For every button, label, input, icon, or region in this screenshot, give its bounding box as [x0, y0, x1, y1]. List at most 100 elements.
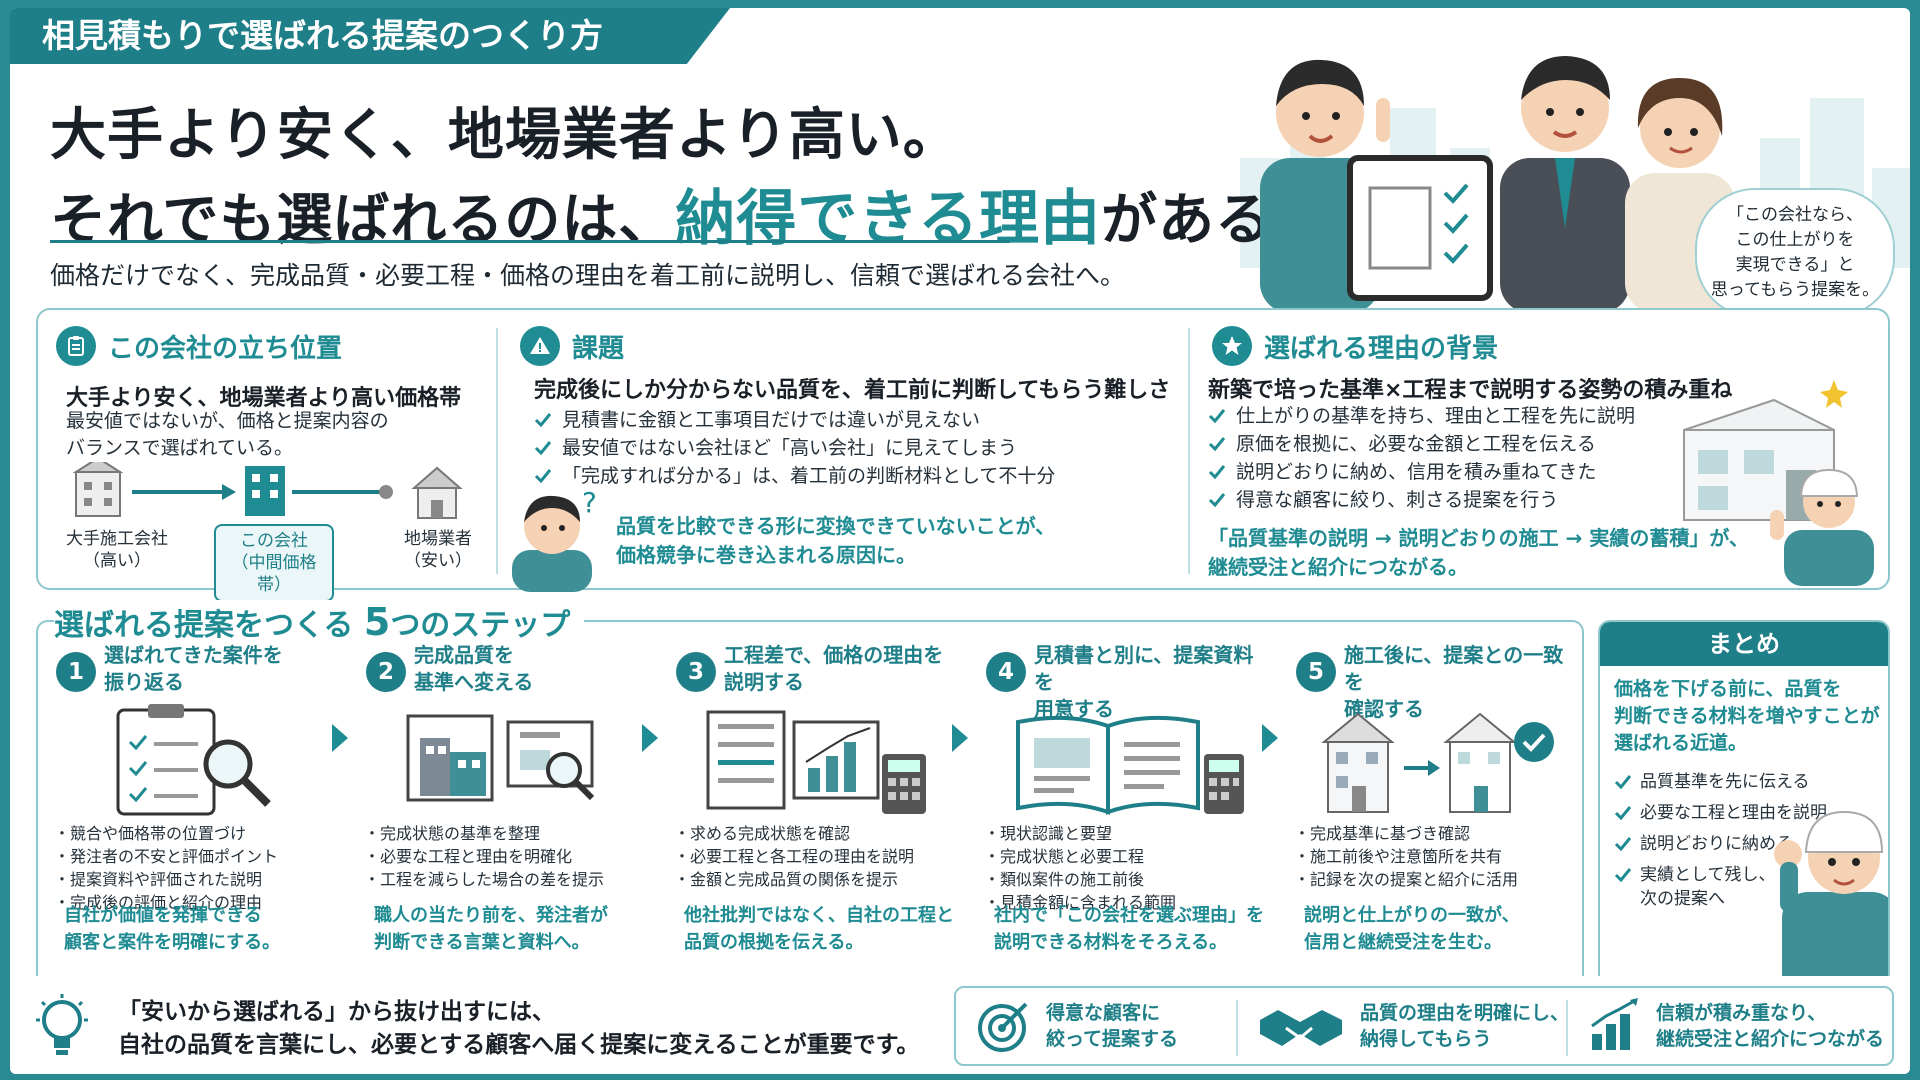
step-bullet: 現状認識と要望 — [984, 822, 1176, 845]
step-bullet: 完成基準に基づき確認 — [1294, 822, 1518, 845]
issue-column: 課題 完成後にしか分からない品質を、着工前に判断してもらう難しさ 見積書に金額と… — [506, 310, 1186, 592]
documents-chart-calculator-icon — [706, 710, 926, 814]
check-icon — [1614, 837, 1632, 852]
reason-check-item: 仕上がりの基準を持ち、理由と工程を先に説明 — [1208, 402, 1635, 430]
headline-line-1: 大手より安く、地場業者より高い。 — [50, 103, 960, 168]
headline-2-pre: それでも選ばれるのは、 — [50, 188, 676, 253]
reason-title: 選ばれる理由の背景 — [1212, 326, 1498, 366]
step-title: 施工後に、提案との一致を 確認する — [1344, 643, 1564, 721]
step-arrow-icon — [642, 724, 658, 752]
reason-check-item: 得意な顧客に絞り、刺さる提案を行う — [1208, 486, 1635, 514]
position-local-contractor: 地場業者 （安い） — [404, 529, 472, 571]
warning-icon — [520, 326, 560, 366]
step-4: 4 見積書と別に、提案資料を 用意する 現状認識と要望 完成状態と必要工程 類似… — [968, 622, 1268, 996]
step-bullet: 競合や価格帯の位置づけ — [54, 822, 278, 845]
bottom-cards: 得意な顧客に 絞って提案する 品質の理由を明確にし、 納得してもらう 信頼が積み… — [954, 986, 1894, 1066]
step-bullets: 完成基準に基づき確認 施工前後や注意箇所を共有 記録を次の提案と紹介に活用 — [1294, 822, 1518, 891]
step-footer: 社内で「この会社を選ぶ理由」を 説明できる材料をそろえる。 — [994, 905, 1264, 953]
step-bullet: 記録を次の提案と紹介に活用 — [1294, 868, 1518, 891]
checklist-magnifier-icon — [116, 704, 271, 816]
step-bullet: 完成状態の基準を整理 — [364, 822, 604, 845]
speech-bubble: 「この会社なら、 この仕上がりを 実現できる」と 思ってもらう提案を。 — [1695, 188, 1895, 318]
position-this-company: この会社 （中間価格帯） — [214, 524, 334, 602]
lead-text: 価格だけでなく、完成品質・必要工程・価格の理由を着工前に説明し、信頼で選ばれる会… — [50, 261, 1126, 290]
building-plan-icon — [406, 714, 595, 802]
summary-checklist: 品質基準を先に伝える 必要な工程と理由を説明 説明どおりに納める 実績として残し… — [1614, 770, 1827, 918]
step-arrow-icon — [1262, 724, 1278, 752]
position-column: この会社の立ち位置 大手より安く、地場業者より高い価格帯 最安値ではないが、価格… — [38, 310, 488, 602]
check-icon — [1208, 437, 1226, 452]
step-bullet: 求める完成状態を確認 — [674, 822, 914, 845]
step-arrow-icon — [952, 724, 968, 752]
proposal-booklet-icon — [1016, 715, 1244, 815]
summary-title: まとめ — [1600, 622, 1888, 666]
price-position-diagram: 大手施工会社 （高い） この会社 （中間価格帯） 地場業者 （安い） — [62, 462, 492, 602]
step-3: 3 工程差で、価格の理由を 説明する 求める完成状態を確認 必要工程と各工程の理… — [658, 622, 958, 996]
step-bullet: 施工前後や注意箇所を共有 — [1294, 845, 1518, 868]
step-bullet: 工程を減らした場合の差を提示 — [364, 868, 604, 891]
position-title: この会社の立ち位置 — [56, 326, 342, 366]
check-icon — [1208, 409, 1226, 424]
lightbulb-icon — [36, 994, 88, 1055]
bottom-card-growth: 信頼が積み重なり、 継続受注と紹介につながる — [1586, 988, 1884, 1064]
step-bullets: 現状認識と要望 完成状態と必要工程 類似案件の施工前後 見積金額に含まれる範囲 — [984, 822, 1176, 914]
step-title: 工程差で、価格の理由を 説明する — [724, 643, 944, 694]
issue-check-item: 見積書に金額と工事項目だけでは違いが見えない — [534, 406, 1055, 434]
step-number: 1 — [56, 652, 96, 692]
step-5: 5 施工後に、提案との一致を 確認する 完成基準に基づき確認 施工前後や注意箇所… — [1278, 622, 1578, 996]
card-divider — [1236, 1000, 1238, 1056]
bottom-card-target: 得意な顧客に 絞って提案する — [976, 988, 1178, 1064]
step-bullet: 必要な工程と理由を明確化 — [364, 845, 604, 868]
clipboard-icon — [56, 326, 96, 366]
steps-panel: 1 選ばれてきた案件を 振り返る 競合や価格帯の位置づけ 発注者の不安と評価ポイ… — [36, 620, 1584, 998]
summary-check-item: 実績として残し、 次の提案へ — [1614, 863, 1827, 911]
position-large-contractor: 大手施工会社 （高い） — [66, 529, 168, 571]
check-icon — [1614, 806, 1632, 821]
issue-subtitle: 完成後にしか分からない品質を、着工前に判断してもらう難しさ — [534, 378, 1171, 403]
check-icon — [1208, 465, 1226, 480]
info-panel: この会社の立ち位置 大手より安く、地場業者より高い価格帯 最安値ではないが、価格… — [36, 308, 1890, 602]
check-icon — [1208, 493, 1226, 508]
headline-line-2: それでも選ばれるのは、納得できる理由があるから — [50, 170, 1386, 257]
reason-checklist: 仕上がりの基準を持ち、理由と工程を先に説明 原価を根拠に、必要な金額と工程を伝え… — [1208, 402, 1635, 514]
before-after-house-icon — [1321, 712, 1554, 813]
step-footer: 職人の当たり前を、発注者が 判断できる言葉と資料へ。 — [374, 905, 608, 953]
growth-chart-icon — [1591, 998, 1638, 1050]
team-presentation-icon — [1260, 56, 1735, 313]
check-icon — [1614, 775, 1632, 790]
step-footer: 他社批判ではなく、自社の工程と 品質の根拠を伝える。 — [684, 905, 954, 953]
target-icon — [978, 1002, 1028, 1052]
step-bullet: 金額と完成品質の関係を提示 — [674, 868, 914, 891]
summary-lead: 価格を下げる前に、品質を 判断できる材料を増やすことが 選ばれる近道。 — [1614, 678, 1880, 754]
step-bullets: 求める完成状態を確認 必要工程と各工程の理由を説明 金額と完成品質の関係を提示 — [674, 822, 914, 891]
step-bullet: 類似案件の施工前後 — [984, 868, 1176, 891]
step-bullet: 見積金額に含まれる範囲 — [984, 891, 1176, 914]
summary-panel: まとめ 価格を下げる前に、品質を 判断できる材料を増やすことが 選ばれる近道。 … — [1598, 620, 1890, 998]
step-bullet: 完成後の評価と紹介の理由 — [54, 891, 278, 914]
step-1: 1 選ばれてきた案件を 振り返る 競合や価格帯の位置づけ 発注者の不安と評価ポイ… — [38, 622, 338, 996]
issue-note: 品質を比較できる形に変換できていないことが、 価格競争に巻き込まれる原因に。 — [616, 514, 1056, 567]
issue-check-item: 最安値ではない会社ほど「高い会社」に見えてしまう — [534, 434, 1055, 462]
issue-checklist: 見積書に金額と工事項目だけでは違いが見えない 最安値ではない会社ほど「高い会社」… — [534, 406, 1055, 490]
step-bullet: 完成状態と必要工程 — [984, 845, 1176, 868]
handshake-icon — [1260, 1010, 1342, 1046]
price-line-icon — [72, 462, 463, 519]
step-bullets: 完成状態の基準を整理 必要な工程と理由を明確化 工程を減らした場合の差を提示 — [364, 822, 604, 891]
card-divider — [1566, 1000, 1568, 1056]
step-footer: 説明と仕上がりの一致が、 信用と継続受注を生む。 — [1304, 905, 1520, 953]
ribbon-title: 相見積もりで選ばれる提案のつくり方 — [10, 8, 730, 64]
check-icon — [534, 413, 552, 428]
issue-title: 課題 — [520, 326, 624, 366]
reason-note: 「品質基準の説明 → 説明どおりの施工 → 実績の蓄積」が、 継続受注と紹介につ… — [1208, 526, 1749, 579]
step-footer: 自社が価値を発揮できる 顧客と案件を明確にする。 — [64, 905, 281, 953]
headline-2-highlight: 納得できる理由 — [675, 184, 1102, 254]
thinking-worker-icon: ? — [512, 488, 597, 592]
worker-fist-icon — [1774, 810, 1888, 996]
summary-check-item: 必要な工程と理由を説明 — [1614, 801, 1827, 825]
step-bullet: 提案資料や評価された説明 — [54, 868, 278, 891]
step-number: 3 — [676, 652, 716, 692]
step-bullet: 必要工程と各工程の理由を説明 — [674, 845, 914, 868]
step-number: 2 — [366, 652, 406, 692]
reason-check-item: 原価を根拠に、必要な金額と工程を伝える — [1208, 430, 1635, 458]
